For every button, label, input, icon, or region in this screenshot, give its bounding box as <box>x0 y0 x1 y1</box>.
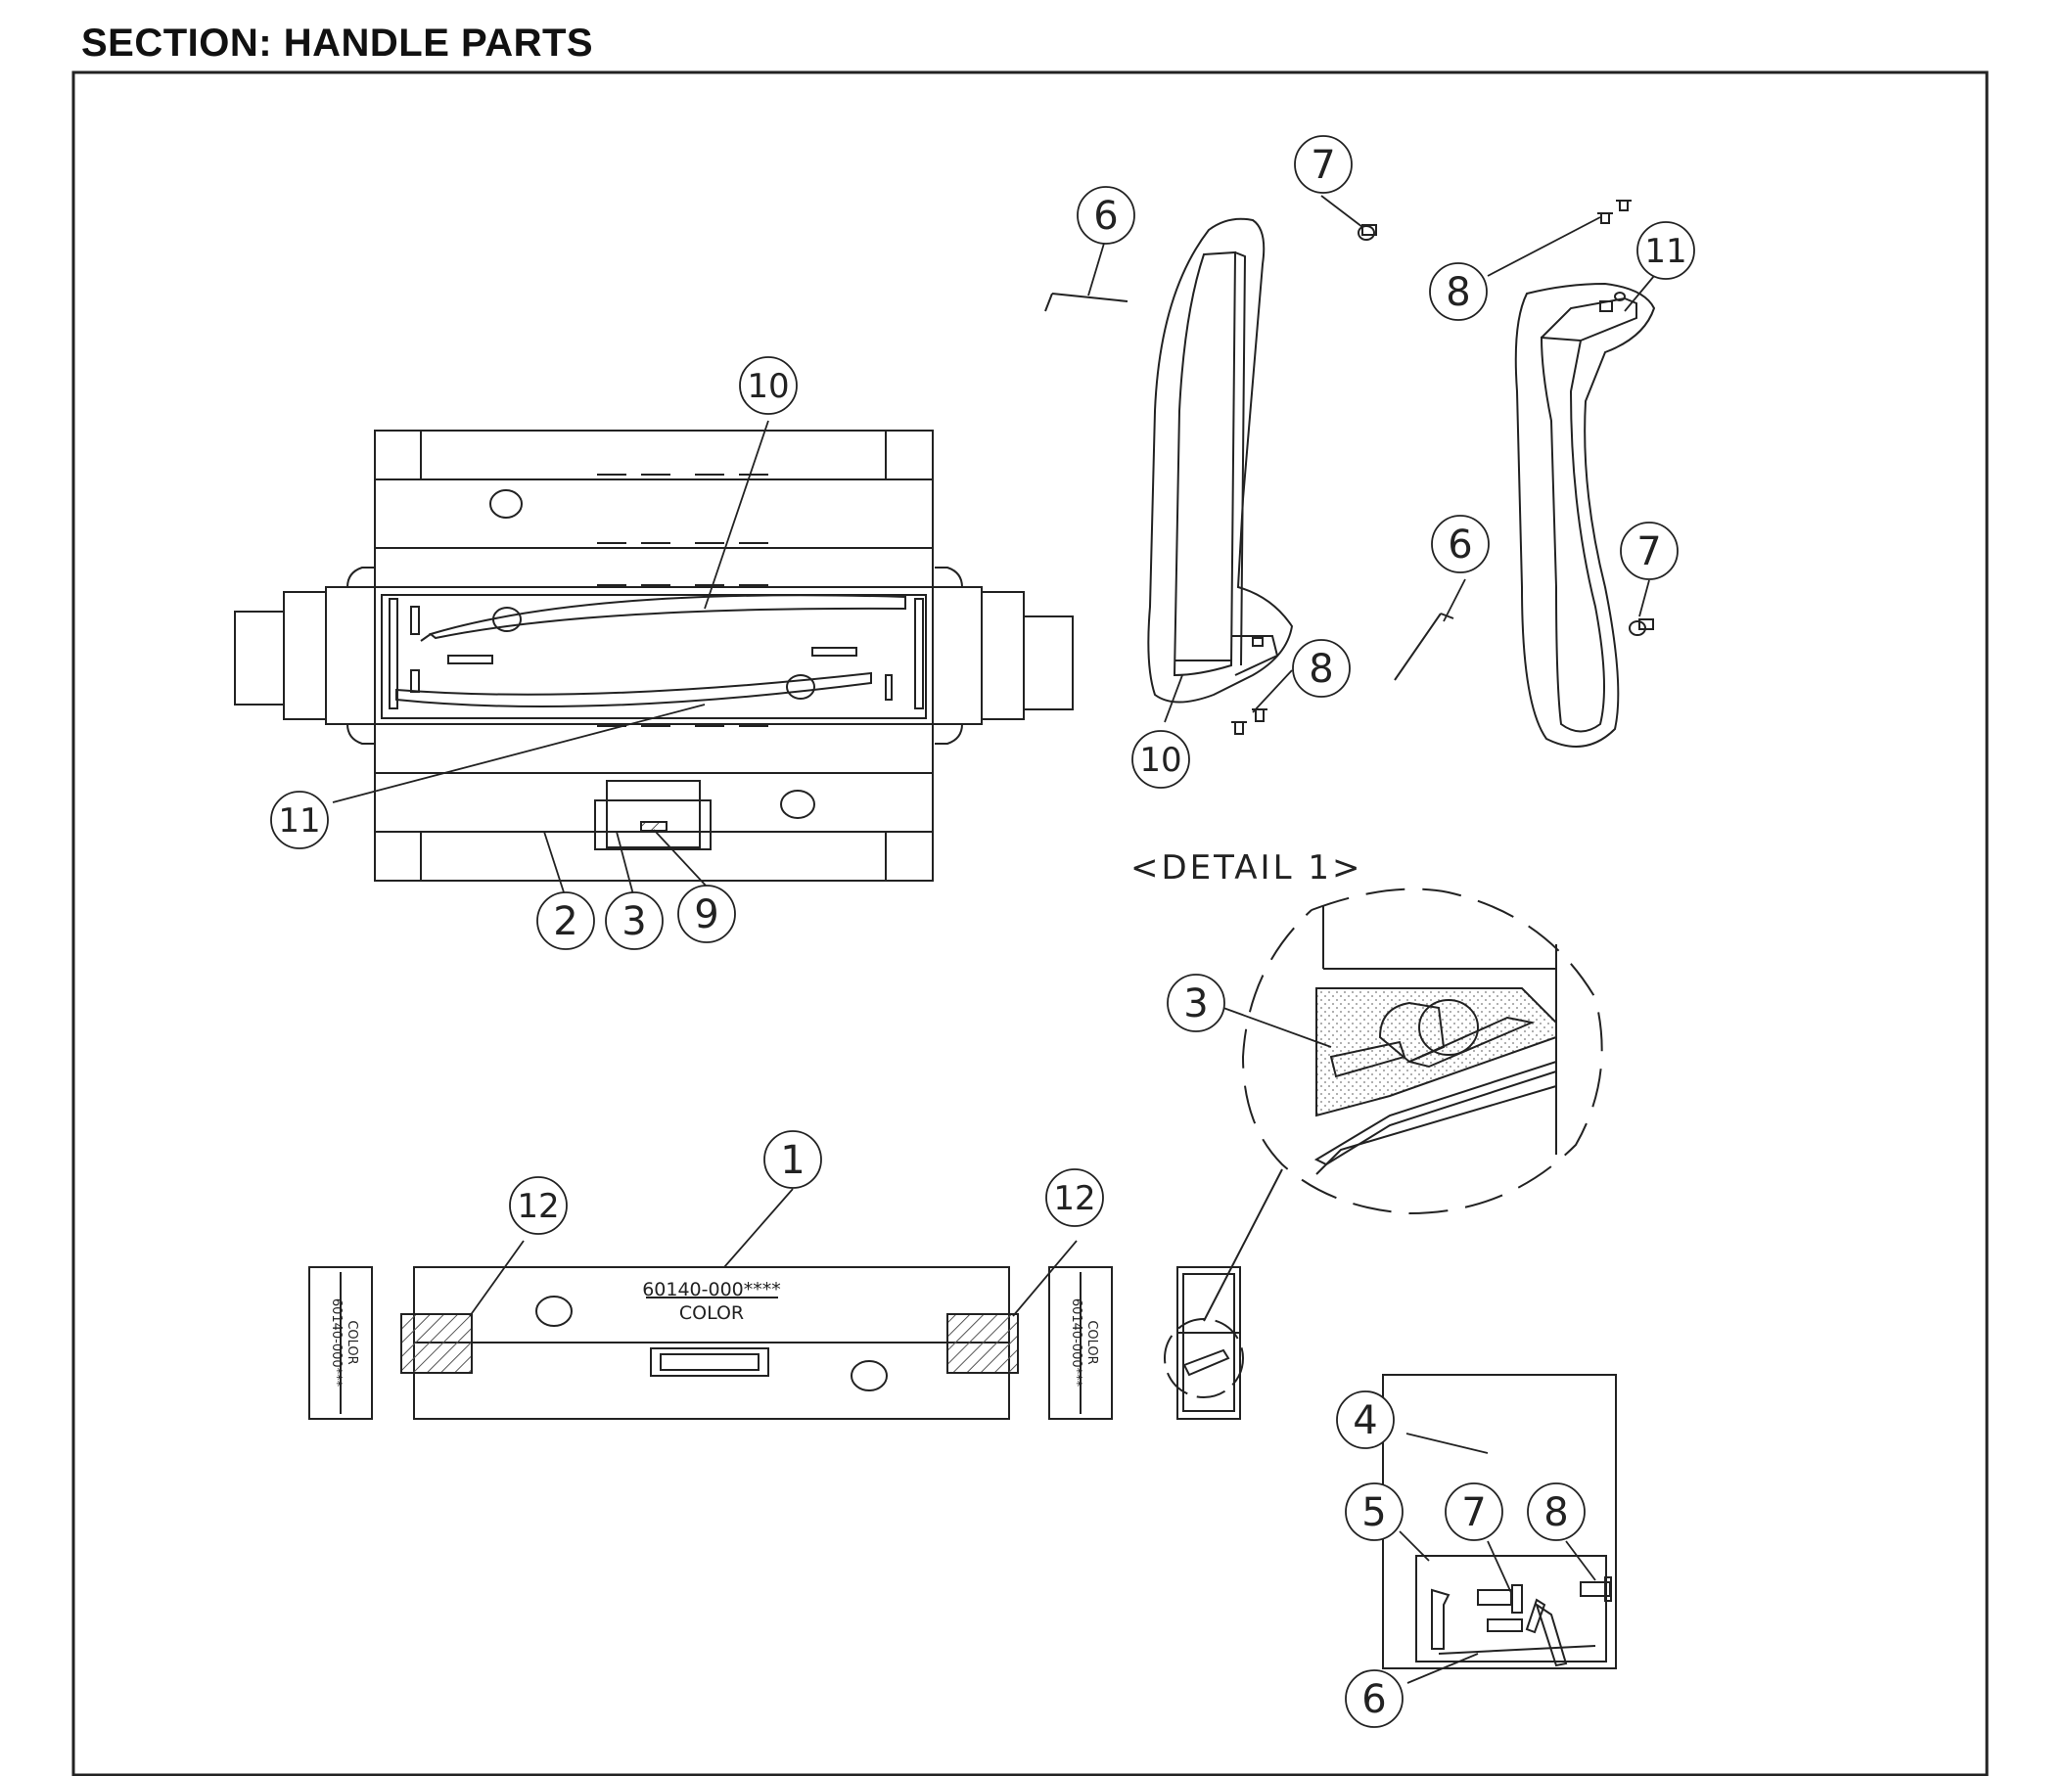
screw-7a <box>1358 224 1377 241</box>
callout-2: 2 <box>553 899 577 944</box>
callout-circle-4 <box>1336 1390 1395 1449</box>
callout-10b: 10 <box>1139 741 1181 780</box>
section-title: SECTION: HANDLE PARTS <box>81 22 594 65</box>
callout-circle-3 <box>605 891 664 950</box>
callout-circle-12b <box>1045 1168 1104 1227</box>
callout-circle-8c <box>1527 1482 1586 1541</box>
callout-circle-11a <box>1636 221 1695 280</box>
hex-key-6a <box>1044 293 1128 312</box>
callout-circle-7a <box>1294 135 1353 194</box>
end-panel-left-number: 60140-000*** <box>329 1298 344 1388</box>
callout-circle-3b <box>1167 974 1225 1032</box>
callout-circle-7c <box>1445 1482 1503 1541</box>
callout-5: 5 <box>1361 1490 1386 1535</box>
screw-8b <box>1231 708 1267 735</box>
callout-circle-6b <box>1431 515 1490 573</box>
screw-8a <box>1597 200 1632 224</box>
callout-4: 4 <box>1353 1398 1377 1443</box>
callout-8c: 8 <box>1543 1490 1568 1535</box>
end-panel-right-number: 60140-000*** <box>1069 1298 1083 1388</box>
packed-box <box>308 1266 1244 1420</box>
callout-circle-10b <box>1131 730 1190 789</box>
end-panel-right-color: COLOR <box>1084 1320 1099 1364</box>
callout-12b: 12 <box>1053 1179 1095 1218</box>
callout-circle-6a <box>1077 186 1135 245</box>
unfolded-box <box>234 430 1074 882</box>
callout-9: 9 <box>694 892 718 937</box>
hex-key-6b <box>1394 613 1454 681</box>
diagram-frame <box>71 70 1989 1776</box>
callout-circle-8b <box>1292 639 1351 698</box>
callout-12a: 12 <box>517 1187 559 1226</box>
callout-circle-6c <box>1345 1669 1404 1728</box>
callout-8a: 8 <box>1446 270 1470 315</box>
callout-6b: 6 <box>1448 523 1472 568</box>
callout-11a: 11 <box>1644 232 1686 271</box>
callout-1: 1 <box>780 1138 805 1183</box>
callout-circle-1 <box>763 1130 822 1189</box>
callout-7c: 7 <box>1461 1490 1486 1535</box>
part-number-label: 60140-000**** <box>642 1279 781 1300</box>
callout-8b: 8 <box>1309 647 1333 692</box>
leader-lines <box>332 195 1655 1684</box>
callout-circle-11b <box>270 791 329 849</box>
callout-7b: 7 <box>1636 529 1661 574</box>
callout-10a: 10 <box>747 367 789 406</box>
callout-circle-8a <box>1429 262 1488 321</box>
handle-part-11 <box>1514 282 1656 748</box>
detail-1-view <box>1241 888 1603 1215</box>
callout-circle-12a <box>509 1176 568 1235</box>
end-panel-left-color: COLOR <box>345 1320 359 1364</box>
callout-circle-10a <box>739 356 798 415</box>
handle-part-10 <box>1147 217 1294 704</box>
callout-3: 3 <box>622 899 646 944</box>
detail-label: <DETAIL 1> <box>1130 848 1362 888</box>
callout-circle-7b <box>1620 522 1679 580</box>
callout-6a: 6 <box>1093 194 1118 239</box>
callout-7a: 7 <box>1311 143 1335 188</box>
screw-7b <box>1629 618 1654 636</box>
callout-circle-5 <box>1345 1482 1404 1541</box>
part-color-label: COLOR <box>679 1302 744 1324</box>
callout-11b: 11 <box>278 801 320 841</box>
callout-6c: 6 <box>1361 1677 1386 1722</box>
callout-3b: 3 <box>1183 981 1208 1026</box>
callout-circle-9 <box>677 885 736 943</box>
callout-circle-2 <box>536 891 595 950</box>
